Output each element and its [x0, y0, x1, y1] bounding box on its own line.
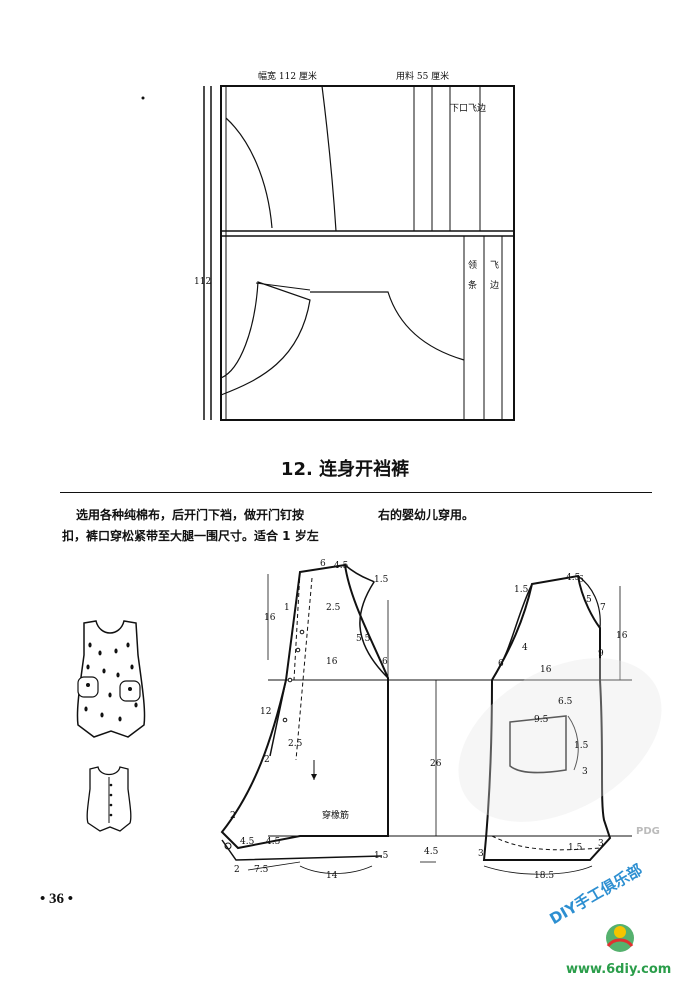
ruffle-label-1: 飞 [490, 261, 500, 271]
front-dim-1: 1 [284, 603, 290, 613]
fabric-layout-diagram [141, 85, 515, 421]
back-dim-9: 9 [598, 649, 604, 659]
front-dim-2-5-lower: 2.5 [288, 739, 303, 749]
back-dim-3-right: 3 [598, 839, 604, 849]
front-dim-2-hem: 2 [264, 755, 270, 765]
back-dim-1-5: 1.5 [514, 585, 529, 595]
back-dim-9-5: 9.5 [534, 715, 549, 725]
front-dim-4-5-top: 4.5 [334, 561, 349, 571]
front-dim-4-5-crotch: 4.5 [240, 837, 255, 847]
front-dim-2-left: 2 [230, 811, 236, 821]
front-dim-14: 14 [326, 871, 338, 881]
collar-strip-label-2: 条 [468, 281, 478, 291]
front-dim-2-5: 2.5 [326, 603, 341, 613]
front-dim-4-5-hem: 4.5 [424, 847, 439, 857]
front-dim-16-chest: 16 [326, 657, 338, 667]
watermark-logo-icon [606, 924, 634, 952]
pattern-draft [220, 563, 662, 875]
romper-illustration-front [76, 620, 146, 738]
side-length-label: 112 [194, 277, 212, 287]
front-dim-26: 26 [430, 759, 442, 769]
usage-label: 用料 55 厘米 [396, 72, 450, 82]
back-dim-6-left: 6 [498, 659, 504, 669]
front-dim-2-bottom: 2 [234, 865, 240, 875]
back-dim-5: 5 [586, 595, 592, 605]
back-dim-1-5-pocket: 1.5 [574, 741, 589, 751]
back-dim-16-right: 16 [616, 631, 628, 641]
ruffle-label-2: 边 [490, 281, 500, 291]
collar-strip-label-1: 领 [468, 261, 478, 271]
front-dim-12: 12 [260, 707, 272, 717]
lower-opening-label: 下口飞边 [450, 104, 487, 114]
back-dim-1-5-hem: 1.5 [568, 843, 583, 853]
front-dim-1-5-shoulder: 1.5 [374, 575, 389, 585]
watermark-url: www.6diy.com [566, 962, 672, 977]
back-dim-6-5: 6.5 [558, 697, 573, 707]
section-title: 12. 连身开裆裤 [280, 459, 410, 480]
body-text-line1: 选用各种纯棉布，后开门下裆，做开门钉按 [76, 508, 305, 522]
front-dim-6-side: 6 [382, 657, 388, 667]
front-dim-1-5-leg: 1.5 [374, 851, 389, 861]
front-dim-7-5: 7.5 [254, 865, 269, 875]
width-label: 幅宽 112 厘米 [258, 72, 317, 82]
front-dim-5-5: 5.5 [356, 634, 371, 644]
page-number: • 36 • [40, 891, 74, 907]
elastic-label: 穿橡筋 [322, 811, 350, 821]
watermark-pdg: PDG [636, 826, 660, 837]
title-divider [60, 492, 652, 493]
back-dim-3-left: 3 [478, 849, 484, 859]
back-dim-16-chest: 16 [540, 665, 552, 675]
romper-illustration-back [86, 766, 132, 832]
back-dim-18-5: 18.5 [534, 871, 555, 881]
back-dim-7: 7 [600, 603, 606, 613]
body-text-line2: 扣，裤口穿松紧带至大腿一围尺寸。适合 1 岁左 [62, 529, 319, 543]
front-dim-16-left: 16 [264, 613, 276, 623]
back-dim-6-top: 6 [578, 575, 584, 585]
back-dim-3: 3 [582, 767, 588, 777]
front-dim-6-top: 6 [320, 559, 326, 569]
front-dim-4-5-leg: 4.5 [266, 837, 281, 847]
body-text-right: 右的婴幼儿穿用。 [378, 508, 475, 522]
back-dim-4: 4 [522, 643, 528, 653]
back-dim-4-5-top: 4.5 [566, 573, 581, 583]
